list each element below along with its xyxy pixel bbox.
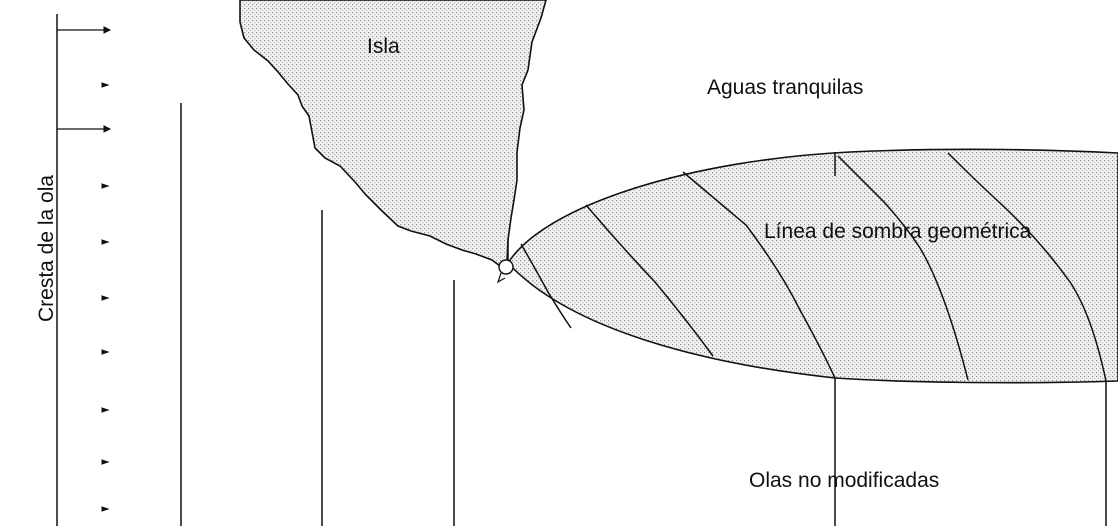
wave-arrowhead: [101, 295, 110, 301]
unmodified-waves-label: Olas no modificadas: [749, 469, 940, 492]
shadow-line-label: Línea de sombra geométrica: [764, 220, 1032, 243]
wave-crest-label: Cresta de la ola: [35, 174, 58, 322]
unmodified-wave-crests: [834, 152, 1107, 526]
island-shape: [239, 0, 547, 267]
diffraction-point-tip: [496, 272, 506, 284]
wave-arrowhead: [101, 183, 110, 189]
diffracted-crests: [520, 152, 1107, 382]
wave-arrowhead: [101, 349, 110, 355]
wave-arrowhead: [101, 407, 110, 413]
wave-arrowhead: [101, 82, 110, 88]
wave-arrowhead: [103, 26, 112, 34]
shadow-zone: [506, 148, 1118, 384]
diffracted-crest: [520, 243, 572, 329]
wave-arrowhead: [101, 459, 110, 465]
diffracted-crest: [682, 171, 836, 379]
calm-water-label: Aguas tranquilas: [707, 76, 864, 99]
island-label: Isla: [367, 35, 400, 58]
diffracted-crest: [947, 152, 1107, 382]
diffracted-crest: [585, 204, 714, 357]
incoming-wave-arrows: [57, 26, 112, 512]
wave-arrowhead: [101, 239, 110, 245]
wave-arrowhead: [101, 506, 110, 512]
diffraction-point: [498, 259, 514, 275]
diffracted-crest: [837, 155, 969, 381]
wave-arrowhead: [103, 125, 112, 133]
